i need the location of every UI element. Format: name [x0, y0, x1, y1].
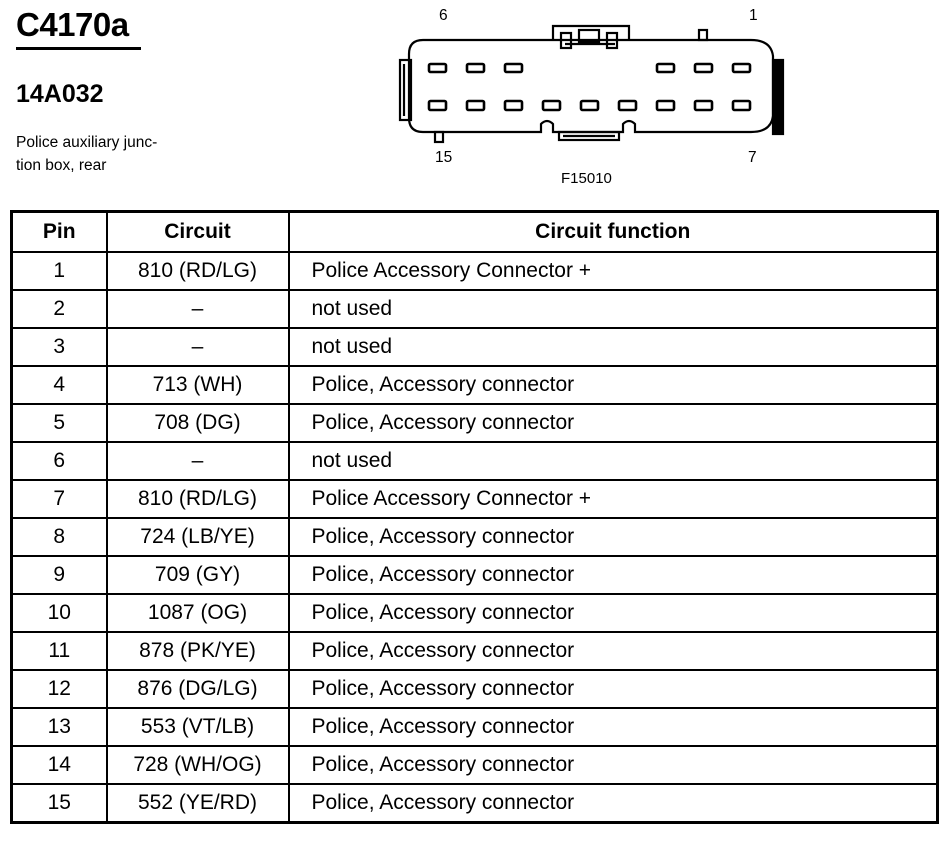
description-line-1: Police auxiliary junc-: [16, 134, 158, 151]
pin-cell: 1: [10, 251, 108, 291]
pin-cell: 11: [10, 631, 108, 671]
function-cell: Police, Accessory connector: [287, 783, 939, 824]
connector-outline-drawing: [398, 24, 785, 144]
pin-label-6: 6: [439, 7, 448, 24]
connector-face-diagram: 6 1 15 7 F15010: [395, 0, 795, 195]
function-cell: Police, Accessory connector: [287, 745, 939, 785]
circuit-cell: 876 (DG/LG): [105, 669, 290, 709]
circuit-cell: 1087 (OG): [105, 593, 290, 633]
table-row: 2–not used: [10, 289, 939, 329]
table-row: 6–not used: [10, 441, 939, 481]
function-cell: Police Accessory Connector +: [287, 251, 939, 291]
circuit-cell: 552 (YE/RD): [105, 783, 290, 824]
pin-cell: 10: [10, 593, 108, 633]
pin-label-15: 15: [435, 149, 453, 166]
function-cell: Police, Accessory connector: [287, 365, 939, 405]
pin-cell: 12: [10, 669, 108, 709]
circuit-cell: 810 (RD/LG): [105, 479, 290, 519]
pin-cell: 14: [10, 745, 108, 785]
circuit-cell: 810 (RD/LG): [105, 251, 290, 291]
pin-cell: 13: [10, 707, 108, 747]
circuit-cell: 724 (LB/YE): [105, 517, 290, 557]
pin-cell: 6: [10, 441, 108, 481]
function-cell: not used: [287, 441, 939, 481]
function-cell: not used: [287, 289, 939, 329]
part-number: 14A032: [16, 80, 104, 108]
circuit-cell: 553 (VT/LB): [105, 707, 290, 747]
figure-id: F15010: [561, 170, 612, 187]
pin-cell: 3: [10, 327, 108, 367]
description-line-2: tion box, rear: [16, 157, 107, 174]
function-cell: Police, Accessory connector: [287, 517, 939, 557]
circuit-cell: –: [105, 441, 290, 481]
function-cell: Police, Accessory connector: [287, 631, 939, 671]
circuit-cell: 709 (GY): [105, 555, 290, 595]
connector-id: C4170a: [16, 6, 129, 43]
header-circuit: Circuit: [105, 210, 290, 253]
circuit-cell: 728 (WH/OG): [105, 745, 290, 785]
circuit-cell: –: [105, 289, 290, 329]
header-circuit-function: Circuit function: [287, 210, 939, 253]
header-pin: Pin: [10, 210, 108, 253]
table-row: 3–not used: [10, 327, 939, 367]
pin-cell: 4: [10, 365, 108, 405]
pin-label-1: 1: [749, 7, 758, 24]
function-cell: not used: [287, 327, 939, 367]
pin-cell: 8: [10, 517, 108, 557]
pin-cell: 9: [10, 555, 108, 595]
pin-cell: 15: [10, 783, 108, 824]
function-cell: Police, Accessory connector: [287, 403, 939, 443]
function-cell: Police, Accessory connector: [287, 707, 939, 747]
circuit-cell: –: [105, 327, 290, 367]
pin-label-7: 7: [748, 149, 757, 166]
pin-cell: 7: [10, 479, 108, 519]
function-cell: Police, Accessory connector: [287, 555, 939, 595]
circuit-cell: 708 (DG): [105, 403, 290, 443]
function-cell: Police, Accessory connector: [287, 593, 939, 633]
function-cell: Police Accessory Connector +: [287, 479, 939, 519]
title-underline: [16, 47, 141, 50]
pin-cell: 2: [10, 289, 108, 329]
connector-description: Police auxiliary junc- tion box, rear: [16, 131, 191, 177]
pin-cell: 5: [10, 403, 108, 443]
table-header-row: Pin Circuit Circuit function: [10, 210, 939, 253]
circuit-cell: 713 (WH): [105, 365, 290, 405]
circuit-cell: 878 (PK/YE): [105, 631, 290, 671]
function-cell: Police, Accessory connector: [287, 669, 939, 709]
